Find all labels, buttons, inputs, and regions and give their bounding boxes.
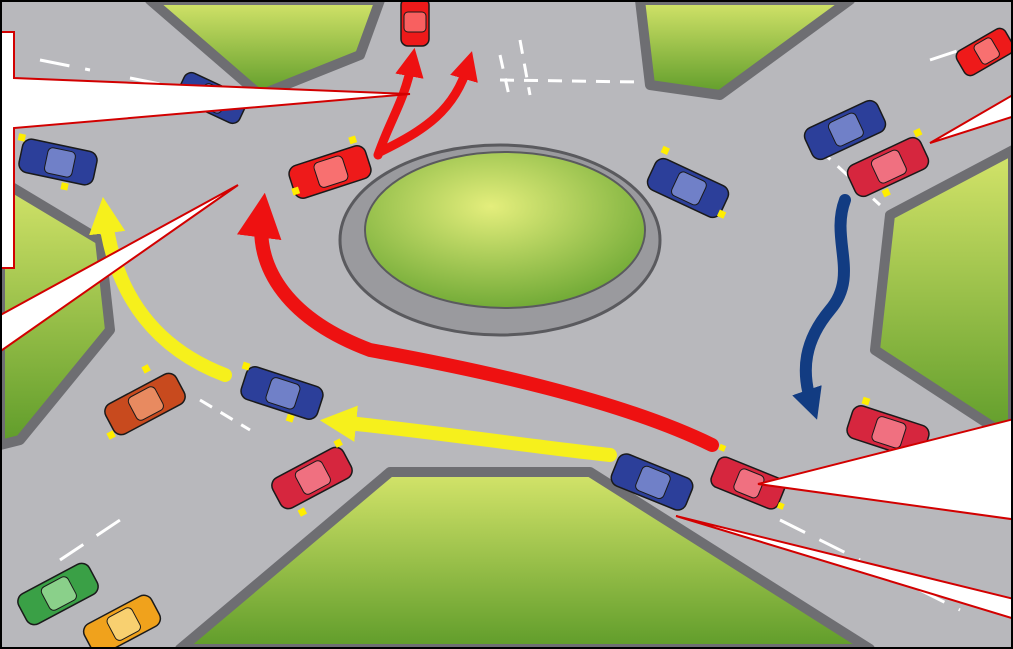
island-grass <box>365 152 645 308</box>
car-top-exit-red <box>401 0 430 46</box>
